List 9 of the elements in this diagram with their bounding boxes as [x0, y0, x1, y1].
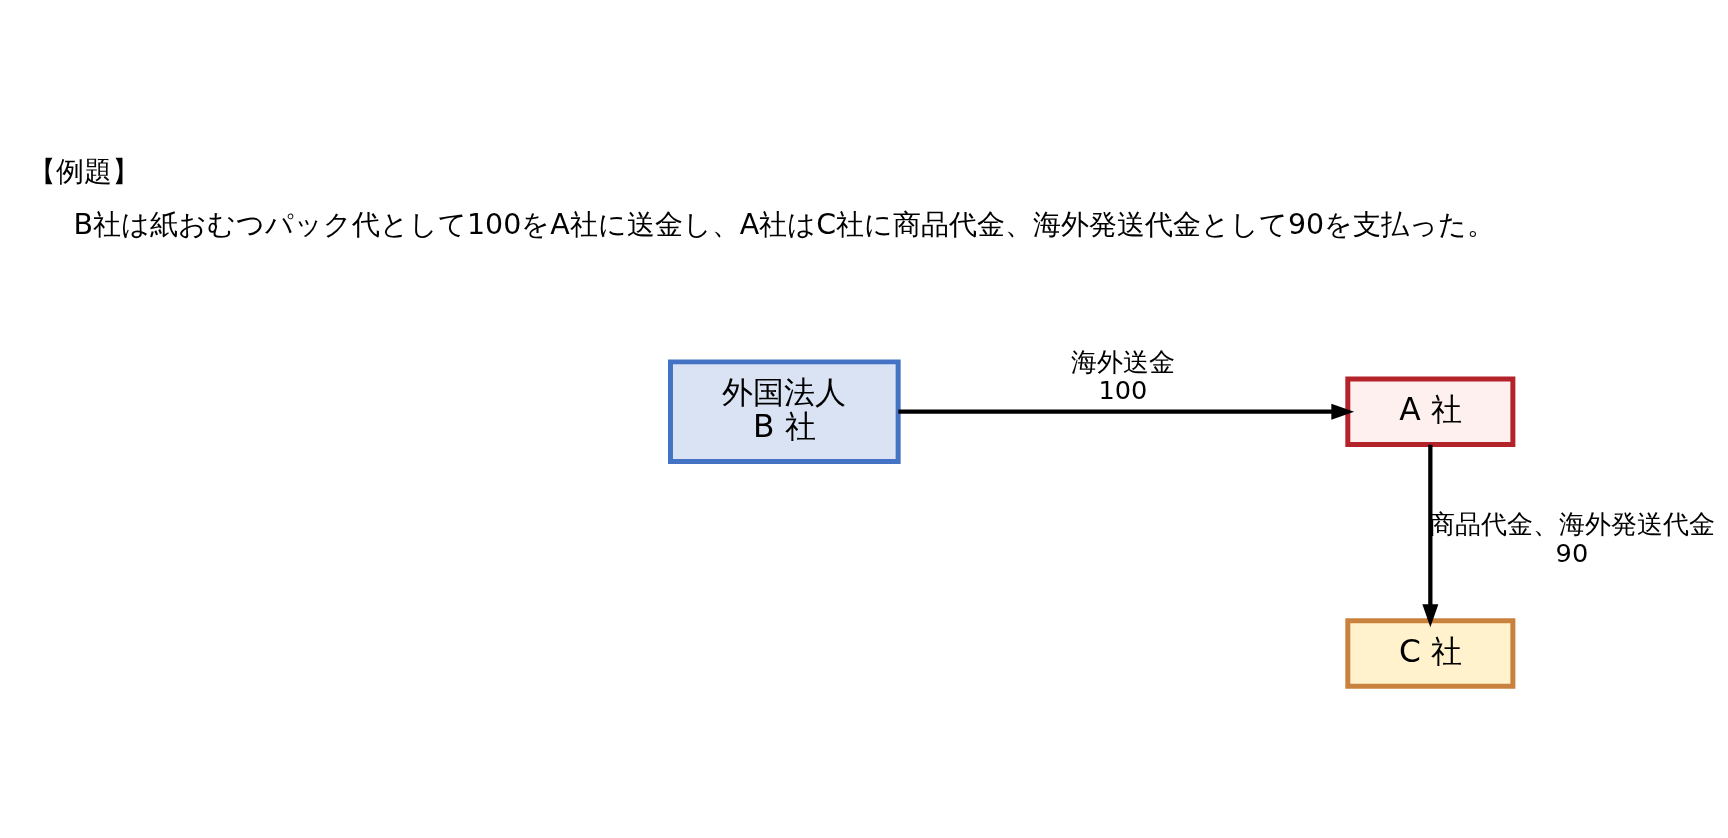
arrow: [898, 403, 1355, 420]
node-box: 外国法人 B 社: [668, 358, 901, 464]
node-box: C 社: [1345, 617, 1516, 689]
label: B社は紙おむつパック代として100をA社に送金し、A社はC社に商品代金、海外発送代金として90を支払った。: [73, 207, 1496, 241]
arrow: [1422, 444, 1439, 627]
edge-label: 海外送金 100: [1070, 346, 1175, 405]
node-box: A 社: [1345, 375, 1516, 447]
diagram-title: 【例題】: [28, 154, 141, 188]
edge-label: 商品代金、海外発送代金 90: [1428, 508, 1715, 568]
